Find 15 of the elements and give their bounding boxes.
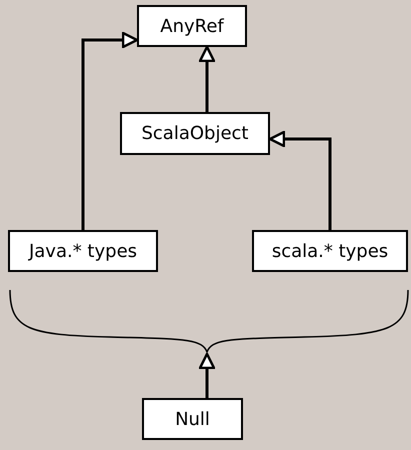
class-box bbox=[120, 112, 270, 155]
inheritance-arrow bbox=[82, 32, 138, 230]
class-box bbox=[137, 5, 247, 47]
class-name: AnyRef bbox=[160, 14, 224, 38]
class-name: Java.* types bbox=[28, 240, 138, 264]
inheritance-arrow bbox=[198, 46, 216, 112]
class-name: scala.* types bbox=[272, 240, 388, 264]
class-name: ScalaObject bbox=[141, 122, 248, 146]
class-box bbox=[252, 230, 408, 272]
inheritance-arrow bbox=[268, 130, 332, 230]
class-box bbox=[142, 398, 243, 440]
curly-brace bbox=[9, 288, 410, 354]
class-box bbox=[8, 230, 158, 272]
inheritance-arrow bbox=[198, 352, 216, 398]
class-name: Null bbox=[175, 408, 210, 432]
